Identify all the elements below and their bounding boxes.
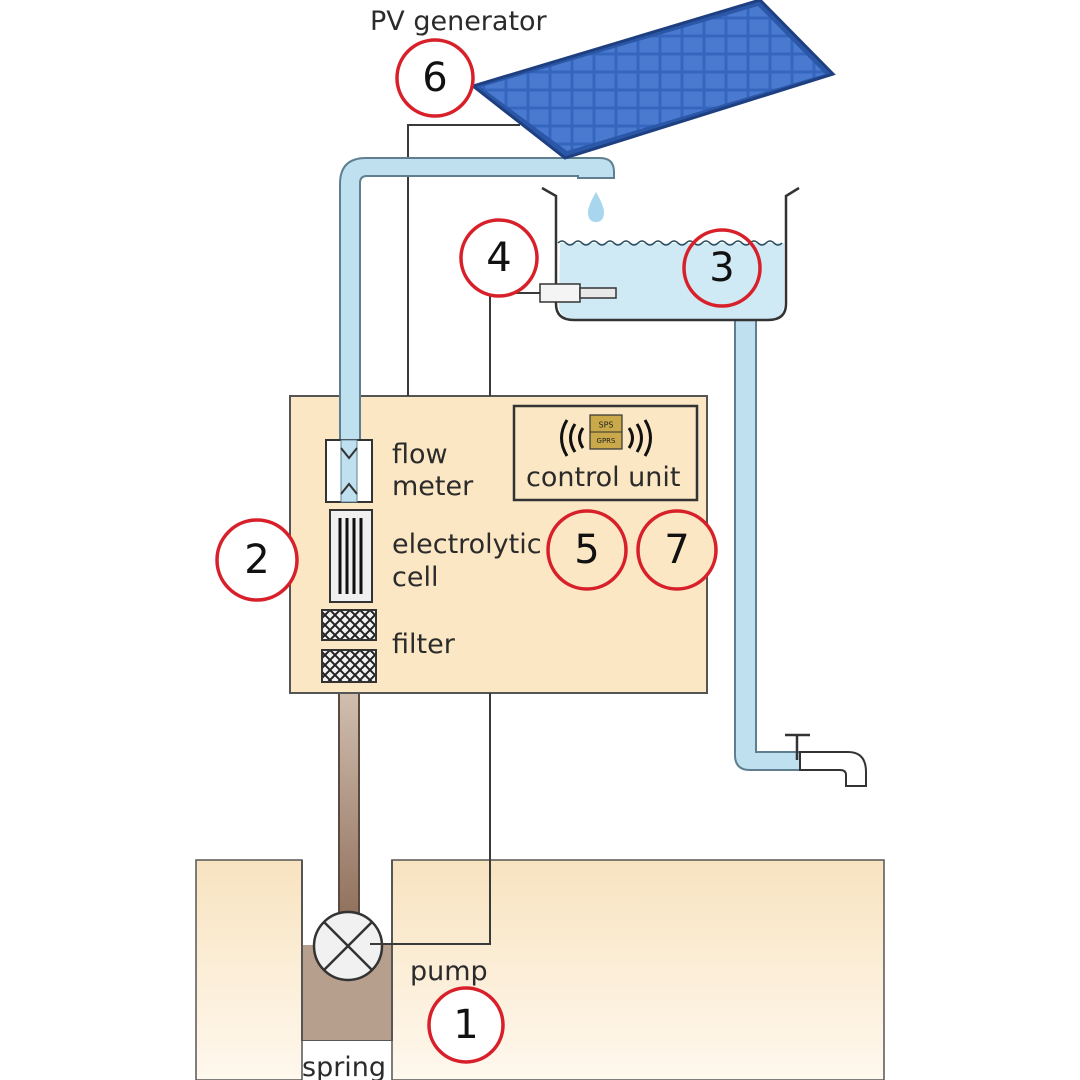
wire-pv xyxy=(407,124,520,396)
pump-label: pump xyxy=(410,956,488,987)
marker-5-number: 5 xyxy=(574,527,599,573)
spring-label: spring xyxy=(302,1052,386,1080)
solar-panel xyxy=(469,0,836,160)
tap xyxy=(785,733,867,787)
pump-symbol xyxy=(312,910,384,982)
control-icon-bottom-text: GPRS xyxy=(597,437,617,445)
electrolytic-cell xyxy=(329,509,373,603)
filter-element xyxy=(321,609,377,683)
control-unit-label: control unit xyxy=(526,462,681,493)
storage-tank xyxy=(541,186,800,322)
flow-meter-label-line2: meter xyxy=(392,471,474,502)
marker-3: 3 xyxy=(682,228,762,308)
electrolytic-cell-label-line2: cell xyxy=(392,562,438,593)
water-drop xyxy=(588,192,604,222)
wireless-icon: SPS GPRS xyxy=(560,414,652,457)
chlorine-sensor xyxy=(539,283,617,303)
marker-6: 6 xyxy=(395,38,475,118)
pv-generator-label: PV generator xyxy=(370,6,548,37)
marker-1-number: 1 xyxy=(453,1002,478,1048)
marker-2: 2 xyxy=(215,518,299,602)
marker-4-number: 4 xyxy=(486,235,511,281)
wire-sensor xyxy=(489,292,545,396)
filter-label: filter xyxy=(392,629,456,660)
marker-5: 5 xyxy=(546,509,628,591)
outlet-pipe xyxy=(734,314,801,771)
marker-3-number: 3 xyxy=(709,245,734,291)
marker-4: 4 xyxy=(459,218,539,298)
flow-meter-label-line1: flow xyxy=(392,439,448,470)
marker-1: 1 xyxy=(427,986,505,1064)
riser-pipe xyxy=(338,681,360,923)
marker-7: 7 xyxy=(636,509,718,591)
wire-pump xyxy=(370,693,491,945)
control-icon-top-text: SPS xyxy=(599,421,614,430)
ground xyxy=(195,859,885,1080)
flow-meter xyxy=(325,439,373,503)
inlet-pipe xyxy=(339,157,615,441)
marker-6-number: 6 xyxy=(422,55,447,101)
electrolytic-cell-label-line1: electrolytic xyxy=(392,529,542,560)
marker-7-number: 7 xyxy=(664,527,689,573)
marker-2-number: 2 xyxy=(244,537,269,583)
